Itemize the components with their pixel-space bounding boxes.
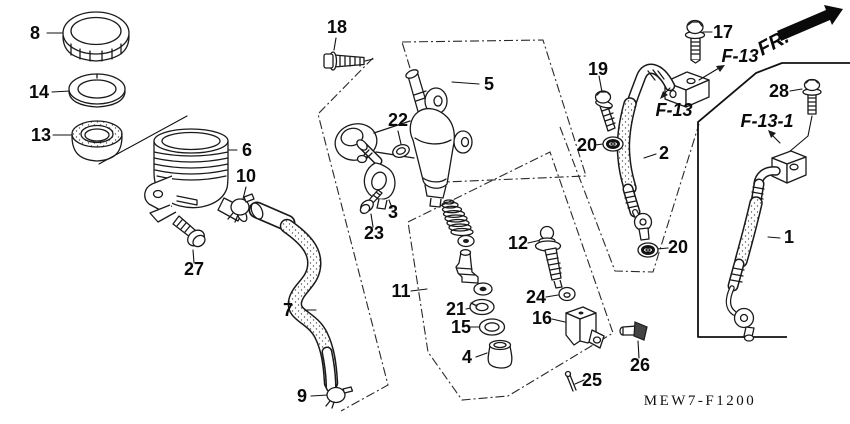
piston-spring xyxy=(441,199,474,237)
part-label-22-10: 22 xyxy=(388,110,408,130)
part-label-8-0: 8 xyxy=(30,23,40,43)
frame-box-hose1 xyxy=(697,62,850,338)
piston-cup-seal xyxy=(473,282,493,296)
sealing-washer-20a xyxy=(602,136,624,152)
rod-joint-16 xyxy=(565,306,605,349)
part-label-4-17: 4 xyxy=(462,347,472,367)
part-label-27-5: 27 xyxy=(184,259,204,279)
diagram-code: MEW7-F1200 xyxy=(644,393,757,409)
part-label-3-11: 3 xyxy=(388,202,398,222)
bolt28-pointer-line xyxy=(788,115,813,153)
cotter-pin xyxy=(564,370,577,392)
part-label-2-24: 2 xyxy=(659,143,669,163)
part-label-28-25: 28 xyxy=(769,81,789,101)
part-label-24-18: 24 xyxy=(526,287,546,307)
part-label-11-13: 11 xyxy=(391,281,410,301)
part-label-6-3: 6 xyxy=(242,140,252,160)
part-label-20-26: 20 xyxy=(668,237,688,257)
part-label-25-20: 25 xyxy=(582,370,602,390)
bolt-19 xyxy=(594,90,616,132)
piston xyxy=(455,249,479,284)
reservoir xyxy=(144,128,248,223)
part-label-14-1: 14 xyxy=(29,82,49,102)
oring-22 xyxy=(392,144,410,158)
part-label-10-4: 10 xyxy=(236,166,256,186)
washer-21 xyxy=(469,298,495,316)
part-label-7-6: 7 xyxy=(283,300,293,320)
ref-arrows xyxy=(660,65,781,144)
brake-hose-1 xyxy=(725,166,781,342)
part-label-9-7: 9 xyxy=(297,386,307,406)
bolt-18 xyxy=(323,51,365,71)
part-label-19-22: 19 xyxy=(588,59,608,79)
ref-label-f13-mid: F-13 xyxy=(655,100,692,120)
reservoir-hose xyxy=(248,201,339,393)
phantom-boundaries xyxy=(317,39,850,412)
part-labels: 8141361027791852232311122115424162517192… xyxy=(29,17,794,406)
brake-hose-2 xyxy=(616,63,676,241)
hose-clamp-9 xyxy=(325,386,354,409)
push-rod xyxy=(534,225,563,289)
part-label-26-28: 26 xyxy=(630,355,650,375)
boot-4 xyxy=(487,339,513,369)
joint-3 xyxy=(356,139,396,210)
bolt-27 xyxy=(172,215,206,248)
part-label-15-16: 15 xyxy=(451,317,471,337)
part-label-21-15: 21 xyxy=(446,299,466,319)
hose1-joint-block xyxy=(771,150,807,184)
part-label-1-27: 1 xyxy=(784,227,794,247)
fr-arrow-icon xyxy=(777,5,843,41)
hose-clamp-10 xyxy=(227,193,255,223)
reservoir-cap xyxy=(62,11,130,62)
bolt-17 xyxy=(684,19,706,64)
part-label-20-23: 20 xyxy=(577,135,597,155)
part-label-16-19: 16 xyxy=(532,308,552,328)
cap-seal-ring xyxy=(68,73,126,108)
piston-washer xyxy=(457,234,475,248)
bolt-23 xyxy=(359,189,383,215)
ref-label-f13-top: F-13 xyxy=(721,46,758,66)
stopper-26 xyxy=(619,321,648,341)
phantom-box-piston-kit xyxy=(407,151,614,401)
sealing-washer-20b xyxy=(637,242,659,258)
circlip-15 xyxy=(478,318,506,336)
part-label-23-12: 23 xyxy=(364,223,384,243)
reservoir-diaphragm xyxy=(71,120,123,162)
part-label-18-8: 18 xyxy=(327,17,347,37)
phantom-box-hose2 xyxy=(559,123,700,273)
part-label-5-9: 5 xyxy=(484,74,494,94)
part-label-17-21: 17 xyxy=(713,22,733,42)
part-label-13-2: 13 xyxy=(31,125,51,145)
phantom-line-left xyxy=(317,57,389,412)
bolt-28 xyxy=(802,78,822,115)
ref-label-f13-1: F-13-1 xyxy=(740,111,793,131)
part-label-12-14: 12 xyxy=(508,233,528,253)
nut-24 xyxy=(558,286,576,302)
